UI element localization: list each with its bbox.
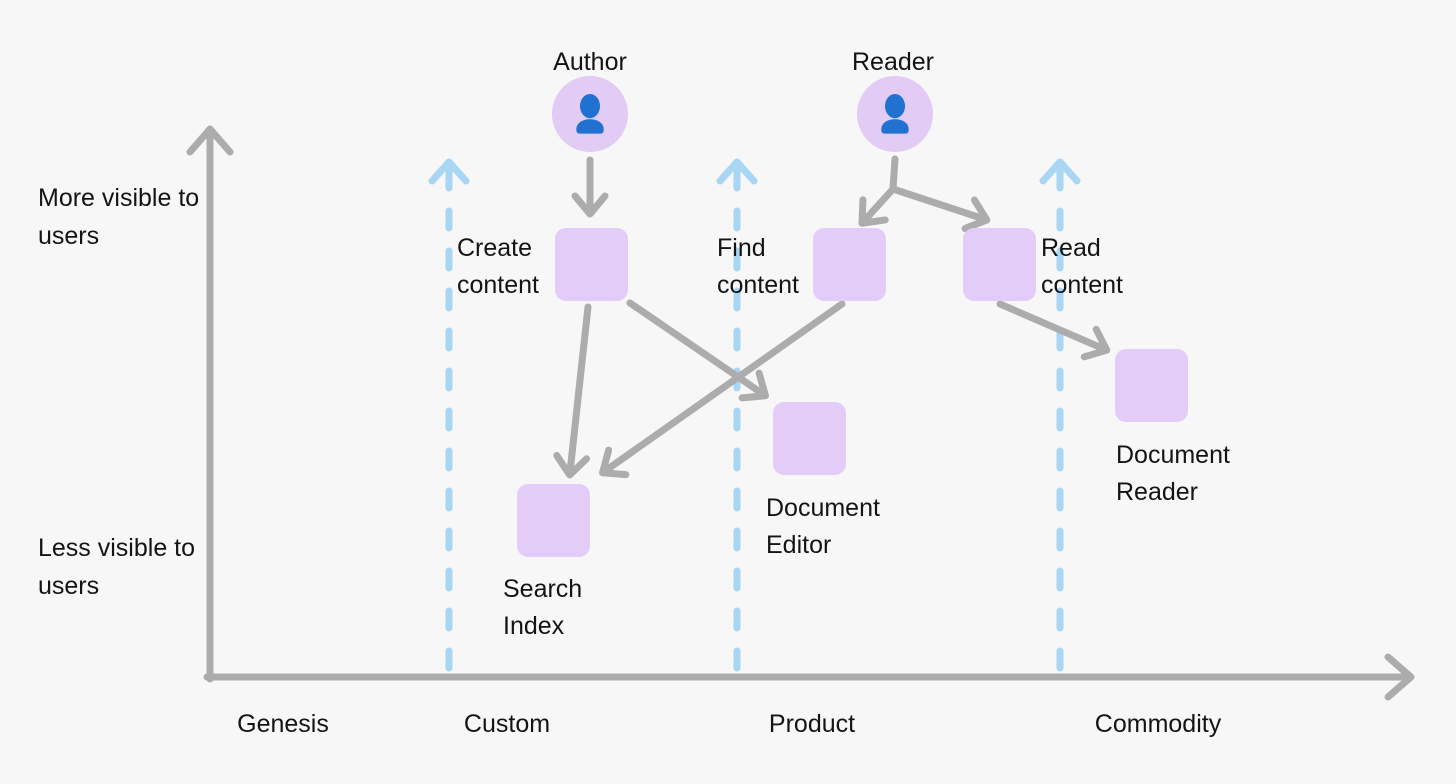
document-reader-label: Document Reader [1116,441,1230,506]
reader-avatar [857,76,933,152]
y-axis-top-label: More visible to users [38,184,200,250]
edge-reader-to-read-content [889,185,991,233]
stage-label-custom: Custom [463,710,551,738]
person-icon [881,94,909,134]
stage-label-genesis: Genesis [237,710,329,738]
y-axis-bottom-label: Less visible to users [38,534,196,600]
node-create-content [555,228,628,301]
edge-find-content-to-search-index [599,300,846,479]
node-find-content [813,228,886,301]
create-content-label: Create content [457,234,540,299]
author-avatar [552,76,628,152]
search-index-label: Search Index [503,575,583,640]
node-document-reader [1115,349,1188,422]
document-editor-label: Document Editor [766,494,880,559]
author-label: Author [553,48,627,76]
find-content-label: Find content [717,234,800,299]
stage-label-commodity: Commodity [1094,710,1222,738]
stage-label-product: Product [768,710,856,738]
node-document-editor [773,402,846,475]
read-content-label: Read content [1041,234,1124,299]
edge-create-content-to-document-editor [626,299,769,402]
node-read-content [963,228,1036,301]
reader-label: Reader [852,48,934,76]
edge-create-content-to-search-index [553,303,592,479]
edge-reader-to-find-content [858,185,897,227]
edge-reader-stub [889,155,899,193]
edge-read-content-to-document-reader [996,300,1111,361]
node-search-index [517,484,590,557]
person-icon [576,94,604,134]
